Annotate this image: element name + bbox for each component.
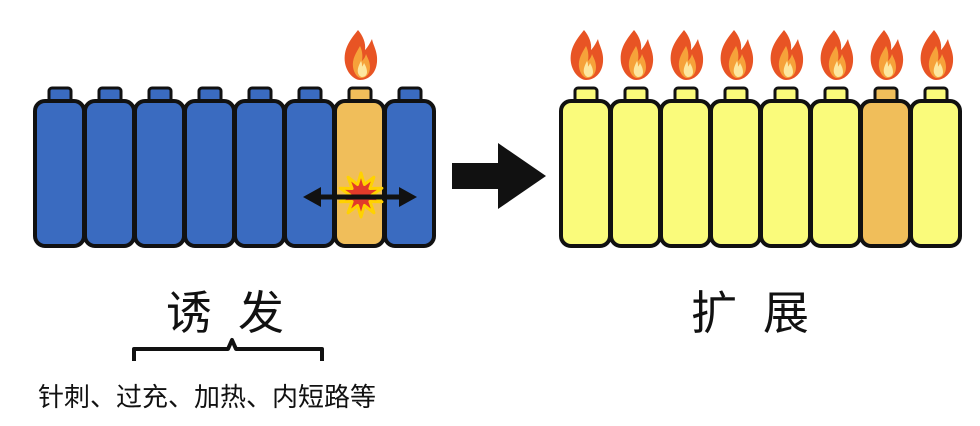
- battery-cell-right-1: [559, 86, 612, 248]
- battery-cell-left-8: [383, 86, 436, 248]
- battery-cell-left-4: [183, 86, 236, 248]
- battery-cell-left-6: [283, 86, 336, 248]
- battery-cell-left-2: [83, 86, 136, 248]
- battery-cell-left-7: [333, 86, 386, 248]
- battery-cell-left-1: [33, 86, 86, 248]
- battery-cell-right-3: [659, 86, 712, 248]
- flame-icon: [920, 30, 954, 80]
- flame-icon: [820, 30, 854, 80]
- flame-icon: [344, 30, 378, 80]
- right-arrow-icon: [452, 143, 546, 209]
- spread-label: 扩展: [691, 286, 835, 340]
- battery-cell-right-2: [609, 86, 662, 248]
- flame-icon: [670, 30, 704, 80]
- battery-cell-left-5: [233, 86, 286, 248]
- battery-cell-right-8: [909, 86, 962, 248]
- double-arrow-icon: [303, 187, 417, 207]
- flame-icon: [570, 30, 604, 80]
- flame-icon: [870, 30, 904, 80]
- battery-pack-right: [559, 86, 962, 248]
- trigger-label: 诱发: [166, 286, 310, 340]
- bracket-icon: [132, 338, 324, 361]
- flame-icon: [770, 30, 804, 80]
- battery-cell-right-4: [709, 86, 762, 248]
- battery-cell-left-3: [133, 86, 186, 248]
- battery-cell-right-6: [809, 86, 862, 248]
- flame-icon: [720, 30, 754, 80]
- flames: [344, 30, 954, 80]
- battery-pack-left: [33, 86, 436, 248]
- flame-icon: [620, 30, 654, 80]
- battery-cell-right-7: [859, 86, 912, 248]
- trigger-causes: 针刺、过充、加热、内短路等: [38, 383, 377, 413]
- battery-cell-right-5: [759, 86, 812, 248]
